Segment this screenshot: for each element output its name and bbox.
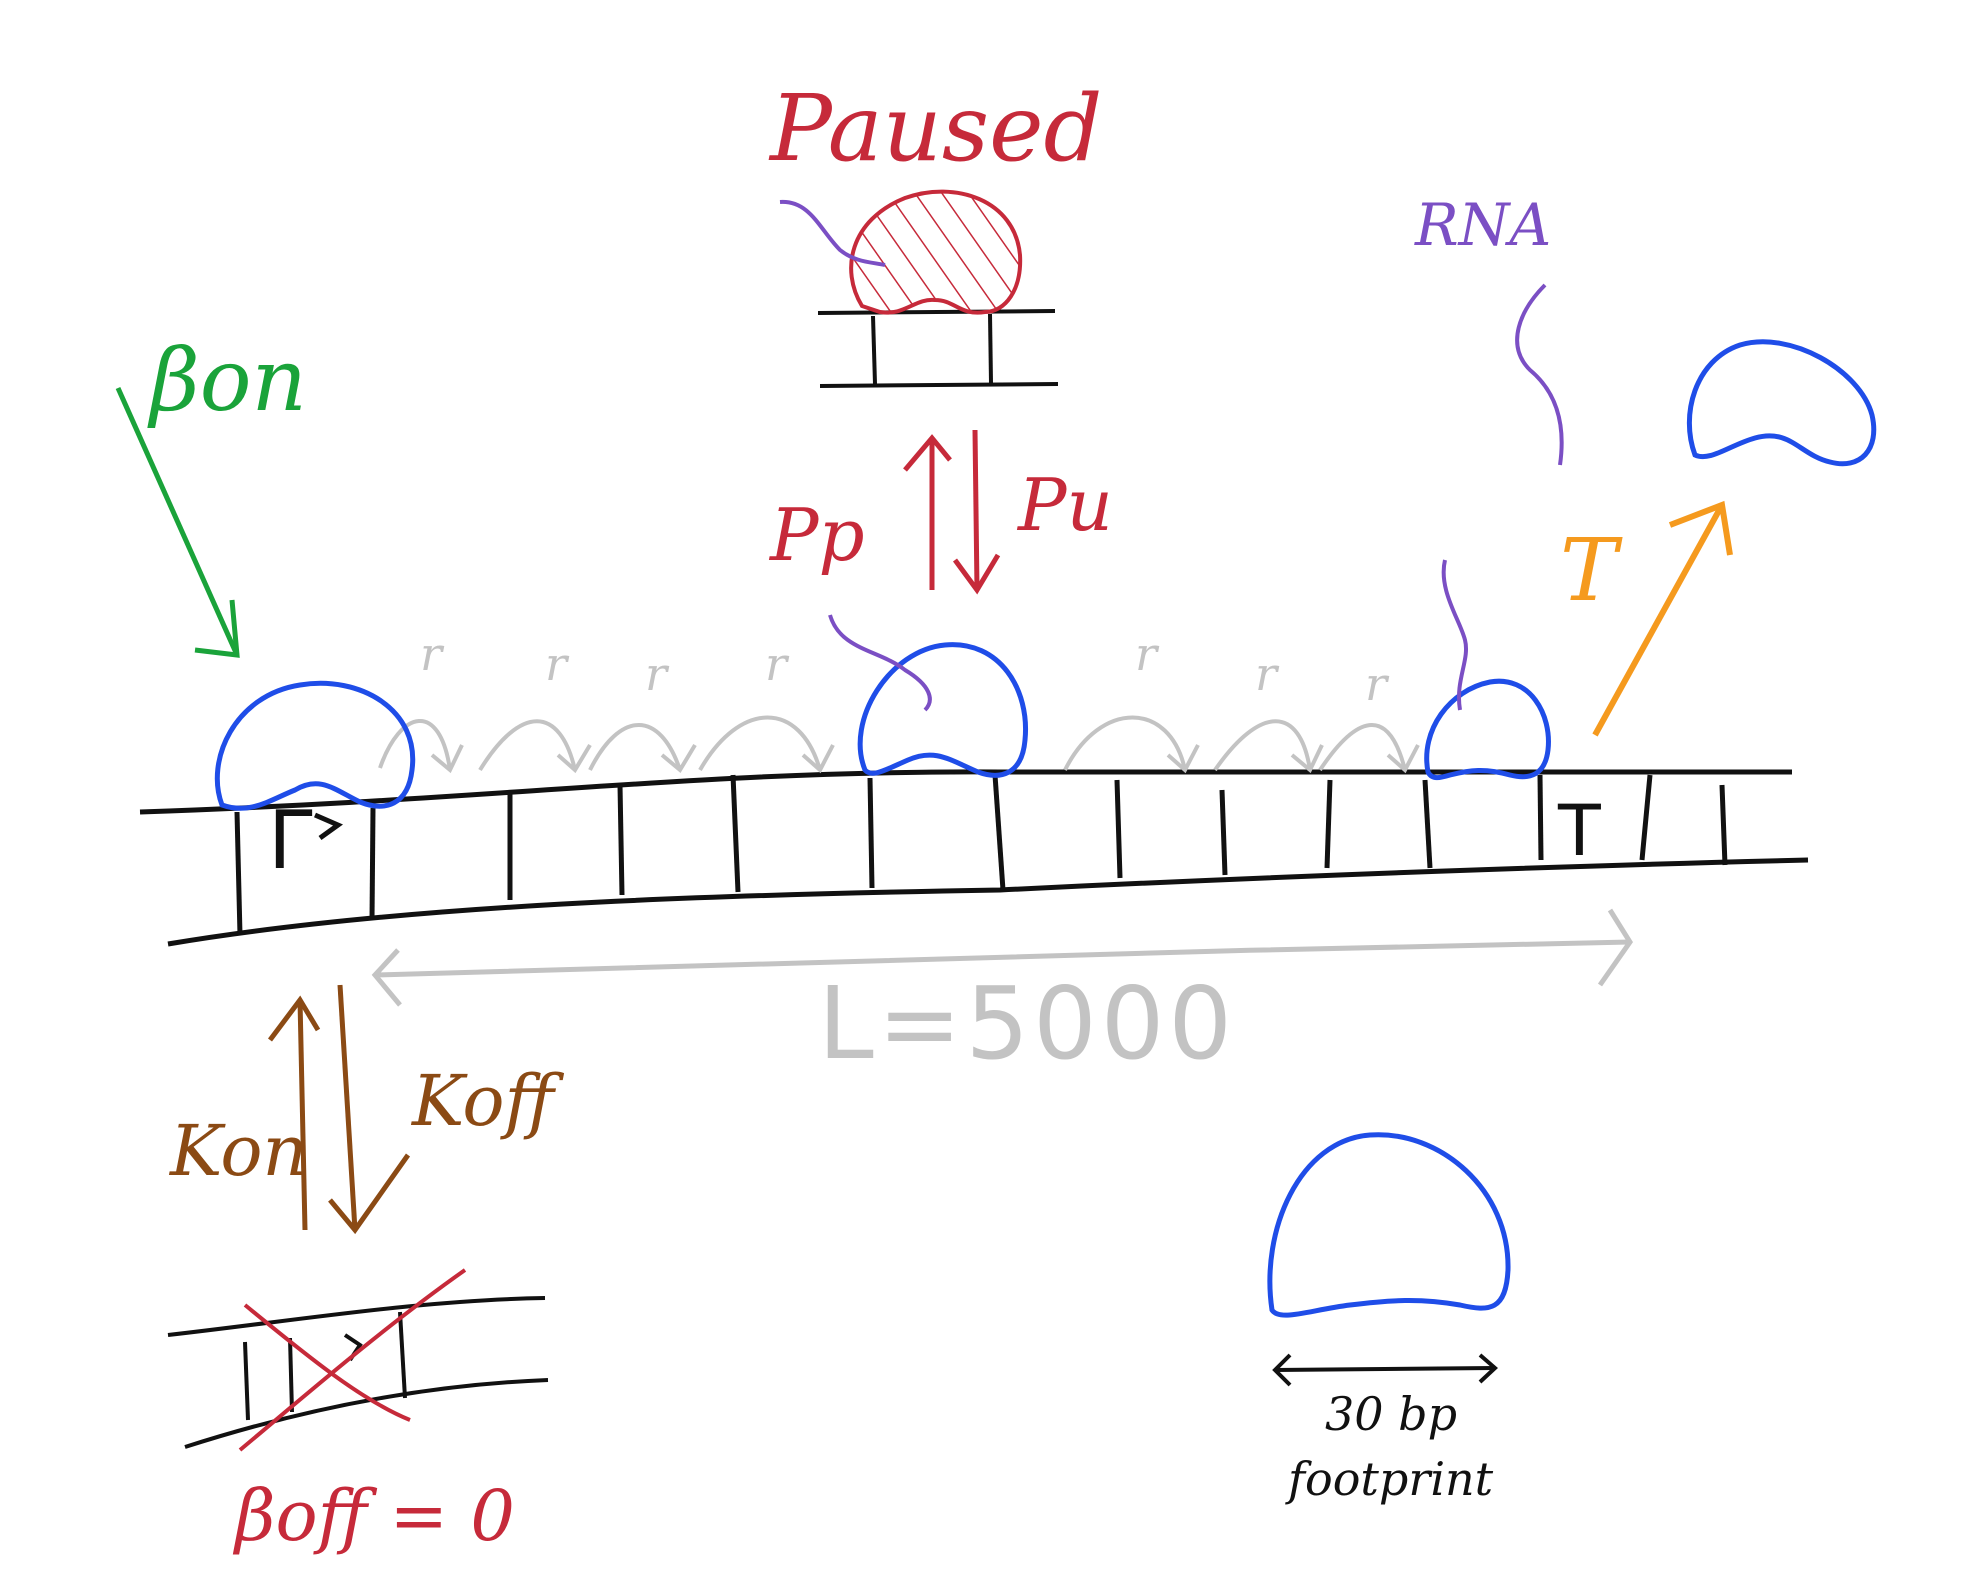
polymerase-mid xyxy=(857,642,1029,778)
hop-rate-label: r xyxy=(1255,647,1280,701)
promoter-symbol: Γ xyxy=(268,794,313,887)
footprint-size-label: 30 bp xyxy=(1325,1387,1457,1441)
rna-strands-on-dna xyxy=(828,559,1468,712)
pause-equilibrium-arrows xyxy=(903,429,1001,595)
rna-strand-mid xyxy=(828,614,932,712)
hop-rate-label: r xyxy=(1135,627,1160,681)
length-label: L=5000 xyxy=(818,965,1236,1082)
main-dna: Γ T xyxy=(139,769,1809,947)
k-on-label: Kon xyxy=(168,1110,308,1192)
terminator-symbol: T xyxy=(1557,790,1601,872)
paused-label: Paused xyxy=(768,75,1102,182)
polymerase-near-terminator xyxy=(1424,678,1551,781)
p-u-label: Pu xyxy=(1016,463,1113,547)
footprint-word-label: footprint xyxy=(1285,1452,1494,1506)
hop-rate-label: r xyxy=(1365,657,1390,711)
inactive-dna-segment xyxy=(167,1296,549,1449)
length-arrow xyxy=(371,908,1633,1007)
termination-rate-label: T xyxy=(1560,521,1623,621)
paused-rna-strand xyxy=(779,199,886,267)
paused-polymerase-group: Paused xyxy=(768,75,1102,388)
footprint-legend: 30 bp footprint xyxy=(1267,1132,1511,1506)
hop-rate-label: r xyxy=(765,637,790,691)
hop-rate-label: r xyxy=(420,627,445,681)
dna-top-strand xyxy=(139,769,1792,815)
p-p-label: Pp xyxy=(768,493,865,577)
hop-rate-labels: r r r r r r r xyxy=(420,627,1390,711)
inactive-cross xyxy=(238,1268,467,1452)
polymerase-at-promoter xyxy=(214,680,416,811)
promoter-arrow-tip xyxy=(314,812,344,841)
rna-label: RNA xyxy=(1414,191,1551,259)
beta-on-arrow xyxy=(115,386,240,658)
pause-equilibrium: Pp Pu xyxy=(768,429,1113,595)
length-group: L=5000 xyxy=(371,908,1633,1082)
k-off-label: Koff xyxy=(410,1060,565,1142)
hop-rate-label: r xyxy=(545,637,570,691)
footprint-width-arrow xyxy=(1272,1353,1498,1387)
promoter-switch-arrows xyxy=(268,984,411,1235)
released-rna-strand xyxy=(1515,283,1564,466)
paused-polymerase-shape xyxy=(849,189,1023,315)
inactive-promoter-group: βoff = 0 xyxy=(167,1268,549,1557)
beta-on-label: βon xyxy=(147,331,307,431)
dna-bottom-strand xyxy=(167,857,1809,947)
dna-rungs xyxy=(234,774,1728,936)
released-polymerase-shape xyxy=(1686,339,1877,467)
paused-dna-segment xyxy=(817,309,1059,388)
termination-arrow xyxy=(1592,500,1733,737)
termination-group: RNA T xyxy=(1414,191,1877,737)
polymerases-on-dna xyxy=(214,642,1551,811)
hop-rate-label: r xyxy=(645,647,670,701)
rna-strand-terminator xyxy=(1441,559,1468,711)
footprint-polymerase-shape xyxy=(1267,1132,1511,1318)
beta-on-group: βon xyxy=(115,331,307,658)
beta-off-label: βoff = 0 xyxy=(232,1475,515,1557)
hop-arrows xyxy=(378,715,1420,774)
promoter-switch-group: Kon Koff xyxy=(168,984,565,1235)
